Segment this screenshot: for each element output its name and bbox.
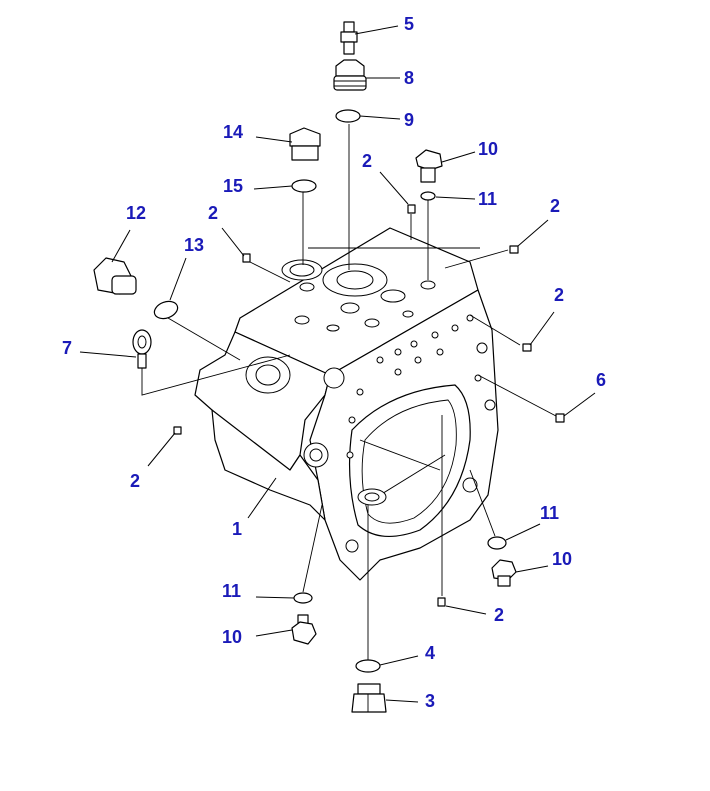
callout-10-right: 10	[552, 549, 572, 569]
washer-part-11-top	[420, 191, 436, 201]
callout-13: 13	[184, 235, 204, 255]
callout-1: 1	[232, 519, 242, 539]
callout-10-top: 10	[478, 139, 498, 159]
o-ring-part-4	[355, 659, 381, 673]
o-ring-part-13	[153, 300, 179, 320]
callout-14: 14	[223, 122, 243, 142]
plug-part-8	[333, 59, 367, 91]
o-ring-part-15	[291, 179, 317, 193]
callout-6: 6	[596, 370, 606, 390]
callout-2-left-bottom: 2	[130, 471, 140, 491]
callout-3: 3	[425, 691, 435, 711]
bolt-part-10-left	[291, 614, 317, 645]
bolt-part-10-right	[491, 559, 517, 587]
callout-8: 8	[404, 68, 414, 88]
callout-9: 9	[404, 110, 414, 130]
o-ring-part-9	[335, 109, 361, 123]
grease-fitting-part-5	[340, 21, 358, 55]
callout-11-top: 11	[478, 189, 497, 209]
assembly-lines	[141, 124, 557, 660]
washer-part-11-left	[293, 592, 313, 604]
callout-labels: 5 8 9 14 10 2 15 11 12 2 2 13 2 7 6 2 1 …	[62, 14, 606, 711]
pump-housing	[194, 227, 499, 581]
callout-7: 7	[62, 338, 72, 358]
eye-bolt-part-7	[132, 329, 152, 369]
callout-5: 5	[404, 14, 414, 34]
callout-4: 4	[425, 643, 435, 663]
plug-screws-part-2	[173, 204, 532, 607]
callout-15: 15	[223, 176, 243, 196]
callout-12: 12	[126, 203, 146, 223]
bolt-part-10-top	[415, 149, 443, 183]
callout-2-bottom: 2	[494, 605, 504, 625]
callout-2-left-top: 2	[208, 203, 218, 223]
callout-11-right: 11	[540, 503, 559, 523]
cap-part-12	[93, 257, 137, 295]
leader-lines	[79, 25, 596, 703]
callout-10-left: 10	[222, 627, 242, 647]
callout-2-right-top: 2	[550, 196, 560, 216]
callout-11-left: 11	[222, 581, 241, 601]
plug-part-14	[289, 127, 321, 161]
plug-part-6	[555, 413, 565, 423]
plug-part-3	[351, 683, 387, 713]
washer-part-11-right	[487, 536, 507, 550]
callout-2-top: 2	[362, 151, 372, 171]
callout-2-right-mid: 2	[554, 285, 564, 305]
